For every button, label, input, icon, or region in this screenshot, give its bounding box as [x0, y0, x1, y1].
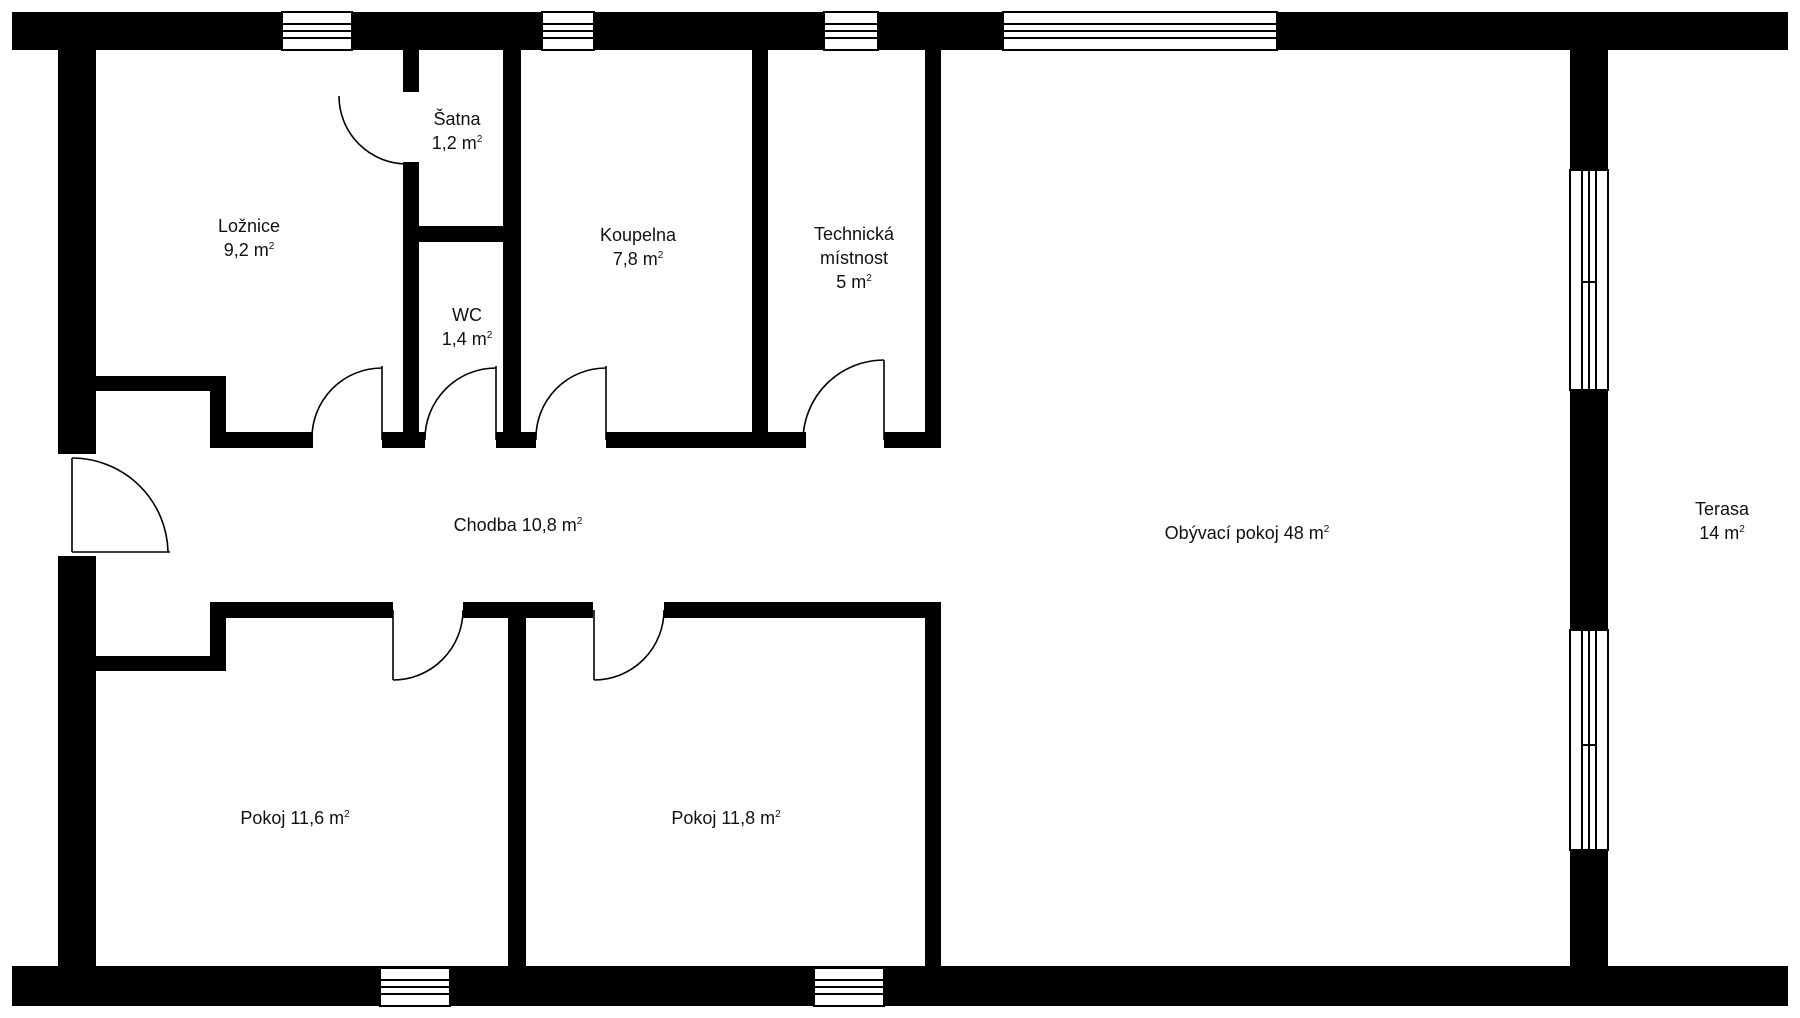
wall-left-upper — [58, 12, 96, 454]
room-label-text: Pokoj 11,6 m — [240, 808, 345, 828]
door-entrance — [71, 457, 170, 553]
wall-satna-left — [403, 162, 419, 448]
window-terrace-lower — [1569, 629, 1609, 851]
wall-bedroom-notch-h — [96, 376, 226, 391]
unit-superscript: 2 — [775, 809, 781, 820]
room-label-chodba: Chodba 10,8 m2 — [454, 513, 583, 537]
room-label-satna: Šatna 1,2 m2 — [432, 107, 483, 155]
room-name-line2: místnost — [819, 248, 889, 268]
door-bathroom — [535, 366, 607, 441]
room-area: 14 m — [1699, 523, 1740, 543]
window-pokoj1 — [379, 967, 451, 1007]
wall-top — [12, 12, 1788, 50]
room-label-terasa: Terasa 14 m2 — [1695, 497, 1749, 545]
wall-bedroom-bottom — [210, 432, 313, 448]
window-bedroom — [281, 11, 353, 51]
room-name: Šatna — [433, 109, 481, 129]
wall-pokoj-divider — [508, 602, 526, 966]
wall-tech-bottom-a — [752, 432, 803, 448]
room-label-obyvaci: Obývací pokoj 48 m2 — [1165, 521, 1330, 545]
door-satna — [338, 95, 408, 165]
unit-superscript: 2 — [268, 241, 275, 252]
door-wc — [424, 366, 497, 441]
wall-pokoj-notch-v — [210, 602, 226, 671]
unit-superscript: 2 — [344, 809, 350, 820]
room-label-technicka: Technická místnost 5 m2 — [814, 222, 894, 294]
windows — [281, 11, 1609, 1007]
window-pokoj2 — [813, 967, 885, 1007]
wall-pokoj-notch-h — [96, 656, 226, 671]
door-technical — [802, 359, 885, 441]
wall-pokoj-top-mid — [463, 602, 593, 618]
room-label-text: Pokoj 11,8 m — [671, 808, 776, 828]
wall-pokoj2-top — [664, 602, 941, 618]
room-name-line1: Technická — [813, 224, 895, 244]
unit-superscript: 2 — [486, 330, 493, 341]
room-label-koupelna: Koupelna 7,8 m2 — [600, 223, 676, 271]
wall-bath-tech-divider — [752, 50, 768, 448]
room-name: Ložnice — [217, 216, 281, 236]
unit-superscript: 2 — [476, 134, 483, 145]
room-label-pokoj1: Pokoj 11,6 m2 — [240, 806, 349, 830]
room-label-loznice: Ložnice 9,2 m2 — [218, 214, 280, 262]
window-technical — [823, 11, 879, 51]
wall-pokoj2-right — [925, 602, 941, 966]
window-living-top — [1002, 11, 1278, 51]
room-name: Terasa — [1694, 499, 1750, 519]
unit-superscript: 2 — [576, 516, 583, 527]
wall-satna-wc-divider — [403, 226, 510, 242]
room-area: 7,8 m — [612, 249, 658, 269]
room-name: Koupelna — [599, 225, 677, 245]
unit-superscript: 2 — [1739, 524, 1745, 535]
wall-tech-right — [925, 50, 941, 448]
wall-bottom — [12, 966, 1788, 1006]
wall-wc-bottom-a — [382, 432, 425, 448]
door-bedroom — [311, 366, 383, 441]
wall-wc-bottom-b — [496, 432, 536, 448]
room-area: 1,4 m — [441, 329, 487, 349]
room-name: WC — [452, 305, 482, 325]
door-pokoj1 — [392, 609, 464, 681]
room-label-text: Obývací pokoj 48 m — [1164, 523, 1324, 543]
wall-terrace-bottom — [1570, 850, 1608, 1006]
wall-bedroom-notch-v — [210, 376, 226, 448]
doors — [71, 95, 885, 681]
door-pokoj2 — [593, 609, 665, 681]
room-label-wc: WC 1,4 m2 — [442, 303, 493, 351]
wall-satna-left-top — [403, 50, 419, 92]
wall-left-lower — [58, 556, 96, 1006]
room-area: 1,2 m — [431, 133, 477, 153]
wall-terrace-mid — [1570, 390, 1608, 630]
unit-superscript: 2 — [1323, 524, 1330, 535]
wall-terrace-top — [1570, 12, 1608, 170]
walls — [12, 12, 1788, 1006]
unit-superscript: 2 — [657, 250, 664, 261]
window-terrace-upper — [1569, 169, 1609, 391]
wall-pokoj1-top — [210, 602, 393, 618]
room-label-text: Chodba 10,8 m — [453, 515, 577, 535]
window-satna — [541, 11, 595, 51]
room-label-pokoj2: Pokoj 11,8 m2 — [671, 806, 780, 830]
unit-superscript: 2 — [866, 273, 872, 284]
wall-satna-right — [503, 50, 521, 448]
room-area: 5 m — [836, 272, 867, 292]
room-area: 9,2 m — [223, 240, 269, 260]
